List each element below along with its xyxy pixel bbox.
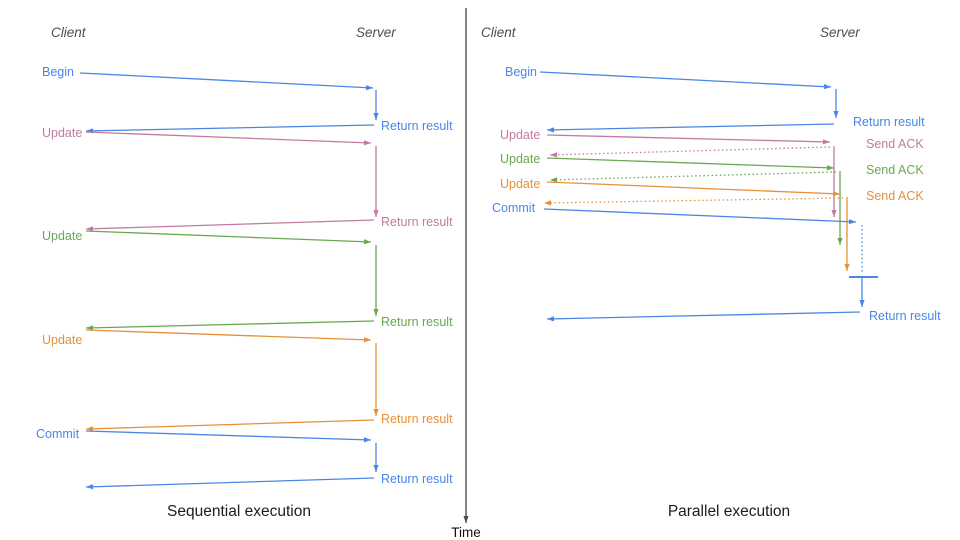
arrowhead <box>373 309 379 316</box>
parallel-arrow-magenta-3 <box>546 134 831 145</box>
parallel-arrow-green-dotted-8 <box>549 171 837 183</box>
parallel-arrow-blue-1 <box>833 89 839 118</box>
parallel-server-label: Server <box>820 25 860 40</box>
parallel-label-return-result-1: Return result <box>853 115 925 129</box>
sequential-arrow-blue-0 <box>79 72 374 91</box>
sequential-arrow-green-8 <box>85 320 375 331</box>
parallel-label-update-4: Update <box>500 152 540 166</box>
parallel-arrow-blue-12 <box>543 208 857 225</box>
parallel-label-update-6: Update <box>500 177 540 191</box>
sequential-arrow-blue-2 <box>85 124 375 134</box>
sequential-arrow-orange-11 <box>85 419 375 432</box>
arrowhead <box>823 84 831 90</box>
arrowhead <box>544 200 552 206</box>
arrowhead <box>859 300 865 307</box>
parallel-arrow-magenta-4 <box>831 146 837 217</box>
parallel-label-begin-0: Begin <box>505 65 537 79</box>
sequential-arrow-orange-9 <box>85 329 372 343</box>
sequential-label-return-result-3: Return result <box>381 215 453 229</box>
arrowhead <box>547 127 555 133</box>
arrowhead <box>373 465 379 472</box>
arrowhead <box>363 337 371 343</box>
arrowhead <box>550 152 558 158</box>
sequential-arrow-green-7 <box>373 245 379 316</box>
sequential-execution-title: Sequential execution <box>167 503 311 520</box>
sequential-arrow-blue-12 <box>85 430 372 443</box>
parallel-arrow-green-6 <box>546 157 835 171</box>
sequential-arrow-magenta-4 <box>373 146 379 217</box>
time-axis-line <box>463 8 469 523</box>
arrowhead <box>86 325 94 331</box>
arrowhead <box>86 426 94 432</box>
parallel-label-send-ack-3: Send ACK <box>866 137 924 151</box>
parallel-arrow-green-7 <box>837 171 843 245</box>
parallel-label-send-ack-5: Send ACK <box>866 163 924 177</box>
sequential-arrow-blue-1 <box>373 90 379 120</box>
parallel-client-label: Client <box>481 25 516 40</box>
arrowhead <box>373 113 379 120</box>
parallel-execution-title: Parallel execution <box>667 503 791 520</box>
arrowhead <box>848 219 856 225</box>
sequential-arrow-magenta-5 <box>85 219 375 232</box>
arrowhead <box>86 484 94 490</box>
sequential-arrow-blue-13 <box>373 443 379 472</box>
parallel-label-send-ack-7: Send ACK <box>866 189 924 203</box>
sequential-label-begin-0: Begin <box>42 65 74 79</box>
parallel-arrow-orange-dotted-11 <box>543 197 844 206</box>
arrowhead <box>463 516 469 523</box>
arrowhead <box>363 239 371 245</box>
arrowhead <box>547 316 555 322</box>
parallel-arrow-magenta-dotted-5 <box>549 146 831 158</box>
sequential-label-return-result-9: Return result <box>381 472 453 486</box>
arrowhead <box>373 409 379 416</box>
parallel-arrow-blue-15 <box>859 278 865 307</box>
sequential-client-label: Client <box>51 25 86 40</box>
arrowhead <box>826 165 834 171</box>
arrowhead <box>822 139 830 145</box>
sequential-arrow-blue-14 <box>85 477 375 490</box>
sequential-label-update-6: Update <box>42 333 82 347</box>
parallel-arrow-blue-0 <box>539 71 832 90</box>
sequential-arrow-green-6 <box>85 230 372 245</box>
arrowhead <box>844 264 850 271</box>
sequential-label-return-result-5: Return result <box>381 315 453 329</box>
arrowhead <box>832 191 840 197</box>
time-axis-label: Time <box>451 525 481 540</box>
sequential-label-update-4: Update <box>42 229 82 243</box>
arrowhead <box>831 210 837 217</box>
arrowhead <box>837 238 843 245</box>
sequential-arrow-magenta-3 <box>85 131 372 146</box>
arrowhead <box>373 210 379 217</box>
sequential-label-return-result-7: Return result <box>381 412 453 426</box>
sequential-label-commit-8: Commit <box>36 427 80 441</box>
arrowhead <box>363 437 371 443</box>
sequential-server-label: Server <box>356 25 396 40</box>
parallel-arrow-orange-10 <box>844 197 850 271</box>
parallel-label-commit-8: Commit <box>492 201 536 215</box>
arrowhead <box>363 140 371 146</box>
sequential-label-update-2: Update <box>42 126 82 140</box>
parallel-arrow-orange-9 <box>546 181 841 197</box>
arrowhead <box>86 226 94 232</box>
sequential-label-return-result-1: Return result <box>381 119 453 133</box>
sequential-arrow-orange-10 <box>373 343 379 416</box>
arrowhead <box>550 177 558 183</box>
parallel-arrow-blue-2 <box>546 123 835 133</box>
parallel-label-return-result-9: Return result <box>869 309 941 323</box>
arrowhead <box>365 85 373 91</box>
parallel-arrow-blue-16 <box>546 311 861 322</box>
arrowhead <box>833 111 839 118</box>
parallel-label-update-2: Update <box>500 128 540 142</box>
